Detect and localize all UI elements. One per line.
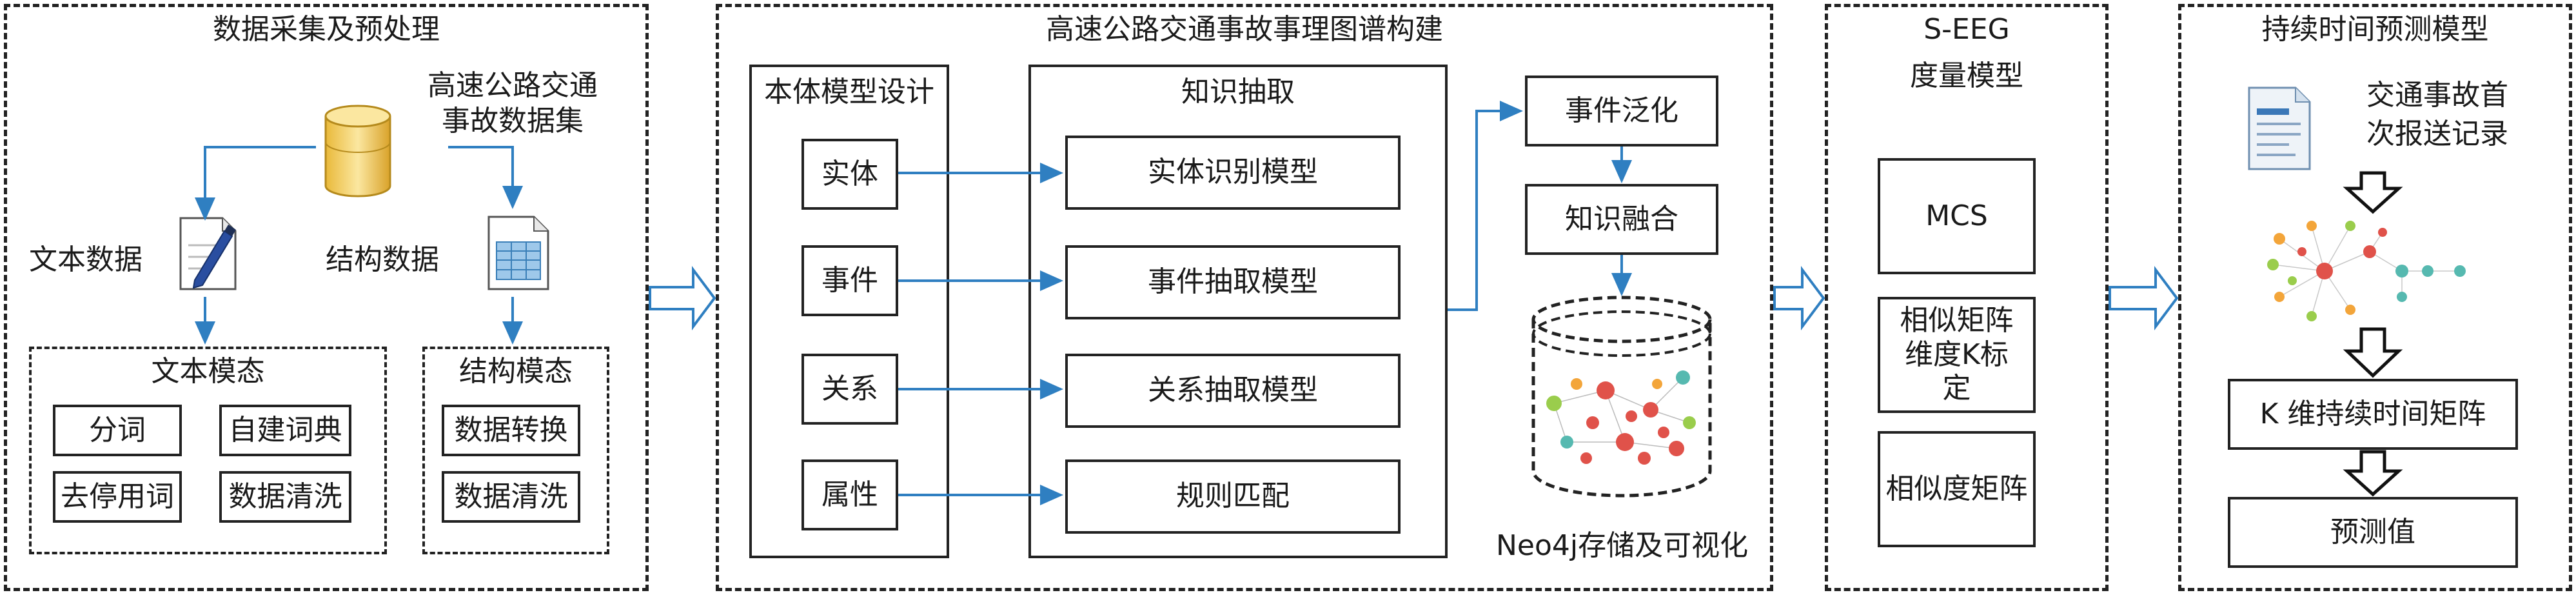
similarity-matrix-box: 相似度矩阵 (1878, 431, 2036, 547)
struct-modality-item: 数据转换 (442, 405, 580, 456)
text-modality-item: 数据清洗 (219, 471, 351, 523)
ontology-item: 属性 (801, 459, 898, 530)
text-modality-item: 分词 (53, 405, 182, 456)
knowledge-extraction-box (1028, 65, 1448, 558)
ontology-design-box (749, 65, 949, 558)
text-modality-item: 去停用词 (53, 471, 182, 523)
ontology-item: 关系 (801, 354, 898, 425)
struct-modality-title: 结构模态 (459, 355, 573, 388)
panel-duration-prediction (2178, 4, 2572, 591)
hollow-arrow-icon (1773, 266, 1825, 330)
panel3-title-line2: 度量模型 (1910, 59, 2023, 92)
extraction-item: 实体识别模型 (1065, 136, 1401, 210)
ontology-item: 实体 (801, 139, 898, 210)
event-generalization-box: 事件泛化 (1525, 76, 1718, 146)
database-icon (324, 105, 391, 197)
panel-eventic-graph (716, 4, 1773, 591)
panel-data-collection (4, 4, 649, 591)
neo4j-cylinder-icon (1531, 296, 1712, 498)
dataset-label-line1: 高速公路交通 (428, 69, 598, 102)
knowledge-graph-icon (2267, 221, 2466, 321)
panel3-title-line1: S-EEG (1923, 13, 2010, 46)
ontology-item: 事件 (801, 245, 898, 316)
extraction-item: 规则匹配 (1065, 459, 1401, 534)
text-modality-item: 自建词典 (219, 405, 351, 456)
text-modality-title: 文本模态 (151, 355, 265, 388)
panel4-title: 持续时间预测模型 (2261, 13, 2489, 46)
extraction-title: 知识抽取 (1181, 76, 1295, 108)
k-calibration-box: 相似矩阵维度K标定 (1878, 297, 2036, 413)
panel-seeg-metric (1825, 4, 2109, 591)
table-document-icon (487, 216, 549, 290)
struct-modality-group (422, 347, 609, 554)
report-document-icon (2248, 86, 2311, 170)
report-label-line2: 次报送记录 (2366, 117, 2508, 150)
knowledge-fusion-box: 知识融合 (1525, 184, 1718, 255)
text-modality-group (29, 347, 387, 554)
dataset-label-line2: 事故数据集 (442, 105, 584, 137)
text-data-label: 文本数据 (29, 243, 143, 276)
hollow-arrow-icon (2109, 266, 2179, 330)
structured-data-label: 结构数据 (326, 243, 439, 276)
hollow-arrow-icon (649, 266, 716, 330)
report-label-line1: 交通事故首 (2366, 79, 2508, 112)
ontology-title: 本体模型设计 (764, 76, 934, 108)
extraction-item: 关系抽取模型 (1065, 354, 1401, 428)
pen-document-icon (179, 217, 237, 290)
struct-modality-item: 数据清洗 (442, 471, 580, 523)
k-duration-matrix-box: K 维持续时间矩阵 (2228, 379, 2518, 450)
prediction-value-box: 预测值 (2228, 497, 2518, 568)
mcs-box: MCS (1878, 158, 2036, 274)
panel2-title: 高速公路交通事故事理图谱构建 (1046, 13, 1443, 46)
extraction-item: 事件抽取模型 (1065, 245, 1401, 319)
neo4j-storage-label: Neo4j存储及可视化 (1496, 529, 1749, 562)
panel1-title: 数据采集及预处理 (213, 13, 440, 46)
